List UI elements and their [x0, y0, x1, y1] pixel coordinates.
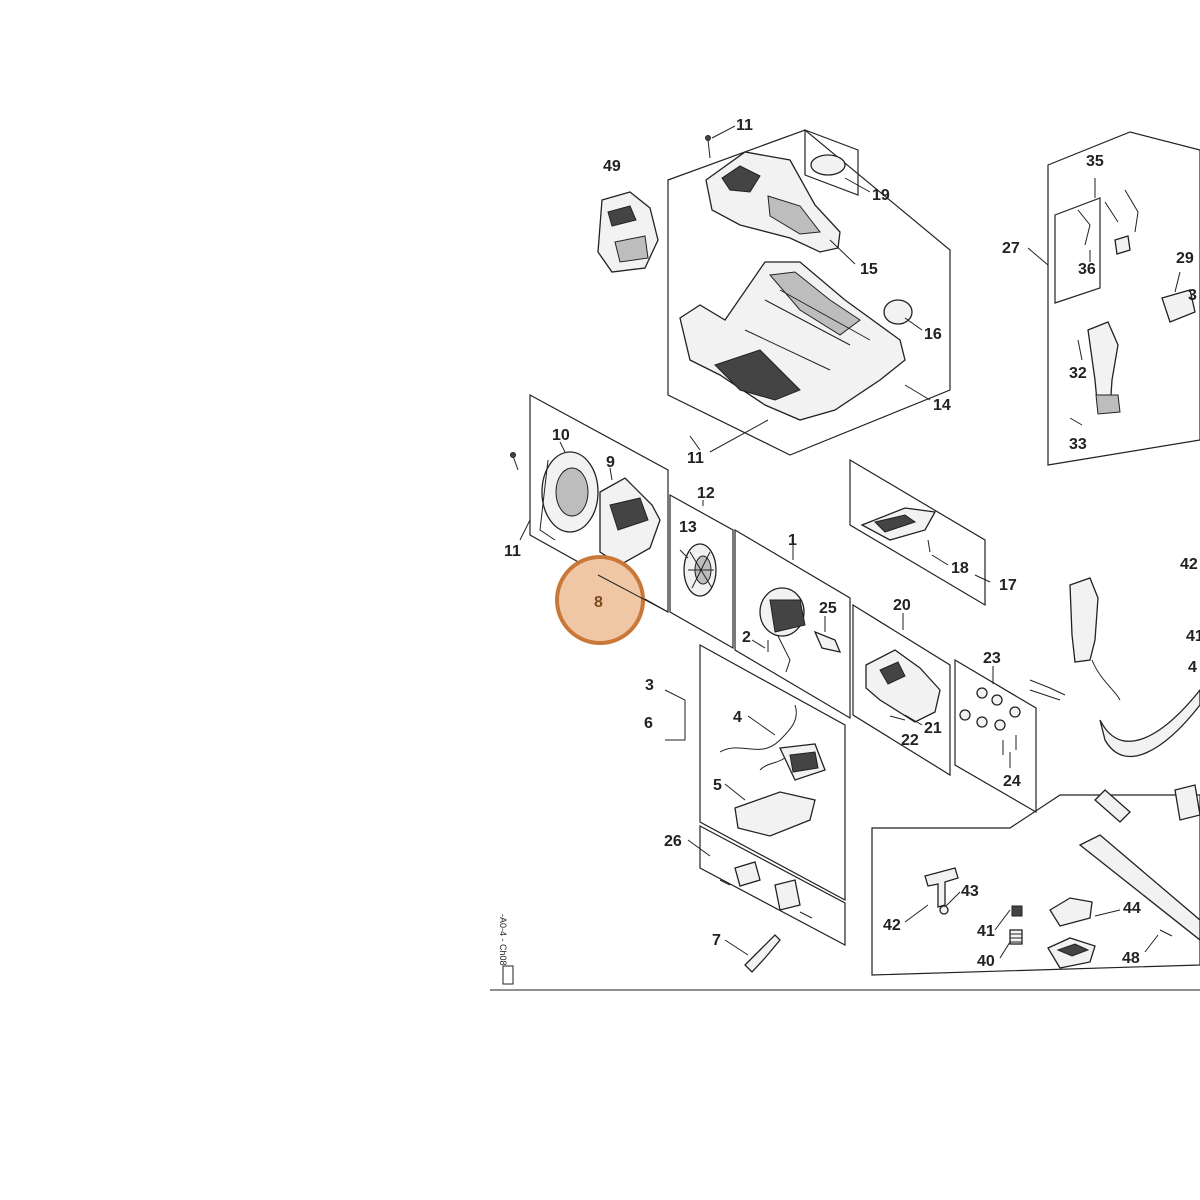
- part-19-disc: [810, 154, 846, 176]
- callout-44: 44: [1123, 900, 1141, 917]
- highlight-marker[interactable]: 8: [555, 555, 669, 645]
- part-18-ramp: [860, 507, 937, 541]
- callout-9: 9: [606, 454, 615, 471]
- callout-27: 27: [1002, 240, 1020, 257]
- callout-3: 3: [1188, 287, 1197, 304]
- callout-1: 1: [788, 532, 797, 549]
- callout-labels: 11 49 19 15 16 14 11 35 27 36 29 3 32 33…: [504, 117, 1200, 970]
- part-49-cover: [597, 191, 659, 273]
- callout-20: 20: [893, 597, 911, 614]
- part-9-shroud: [599, 477, 661, 566]
- callout-4: 4: [1188, 659, 1197, 676]
- highlight-circle[interactable]: [555, 555, 645, 645]
- part-32-handle: [1087, 321, 1121, 415]
- callout-18: 18: [951, 560, 969, 577]
- callout-21: 21: [924, 720, 942, 737]
- callout-23: 23: [983, 650, 1001, 667]
- callout-6: 6: [644, 715, 653, 732]
- callout-15: 15: [860, 261, 878, 278]
- part-14-lower-housing: [679, 261, 906, 421]
- drawing-code-text: -A0-4 - Ch08: [498, 914, 508, 966]
- screws: [510, 135, 1173, 937]
- callout-40: 40: [977, 953, 995, 970]
- callout-43: 43: [961, 883, 979, 900]
- part-40-41-spring: [1009, 905, 1023, 945]
- callout-48: 48: [1122, 950, 1140, 967]
- part-right-handle: [1029, 577, 1200, 758]
- assembly-frames: [490, 129, 1200, 991]
- drawing-code-box: [502, 965, 514, 985]
- callout-16: 16: [924, 326, 942, 343]
- callout-8: 8: [594, 594, 603, 611]
- callout-25: 25: [819, 600, 837, 617]
- callout-2: 2: [742, 629, 751, 646]
- part-7-spring: [744, 934, 781, 973]
- callout-24: 24: [1003, 773, 1021, 790]
- callout-7: 7: [712, 932, 721, 949]
- callout-33: 33: [1069, 436, 1087, 453]
- part-10-fan-housing: [539, 451, 599, 541]
- part-42-key: [924, 867, 959, 915]
- part-5-cover: [734, 791, 816, 837]
- callout-29: 29: [1176, 250, 1194, 267]
- callout-32: 32: [1069, 365, 1087, 382]
- part-shaft-tube: [1078, 784, 1200, 941]
- part-25-shaft: [813, 630, 842, 653]
- part-35-levers: [1077, 189, 1139, 255]
- part-1-motor: [759, 587, 806, 673]
- part-26-switches: [719, 861, 813, 919]
- callout-11: 11: [687, 450, 704, 467]
- part-44-covers: [1047, 897, 1096, 969]
- part-drawings: [510, 135, 1200, 973]
- callout-42: 42: [883, 917, 901, 934]
- callout-14: 14: [933, 397, 951, 414]
- part-15-top-housing: [705, 151, 841, 253]
- callout-19: 19: [872, 187, 890, 204]
- callout-22: 22: [901, 732, 919, 749]
- callout-5: 5: [713, 777, 722, 794]
- callout-17: 17: [999, 577, 1017, 594]
- part-20-gear-housing: [865, 649, 941, 723]
- callout-3: 3: [645, 677, 654, 694]
- callout-41: 41: [1186, 628, 1200, 645]
- callout-41: 41: [977, 923, 995, 940]
- callout-49: 49: [603, 158, 621, 175]
- callout-12: 12: [697, 485, 715, 502]
- leader-lines: [519, 125, 1181, 959]
- part-13-fan-wheel: [683, 543, 717, 597]
- callout-35: 35: [1086, 153, 1104, 170]
- callout-11: 11: [504, 543, 521, 560]
- callout-36: 36: [1078, 261, 1096, 278]
- callout-13: 13: [679, 519, 697, 536]
- drawing-code: -A0-4 - Ch08: [498, 914, 508, 966]
- part-23-hardware: [959, 687, 1021, 755]
- callout-11: 11: [736, 117, 753, 134]
- callout-26: 26: [664, 833, 682, 850]
- callout-4: 4: [733, 709, 742, 726]
- part-4-wiring: [719, 704, 826, 781]
- callout-10: 10: [552, 427, 570, 444]
- part-29-block: [1161, 289, 1196, 323]
- callout-42: 42: [1180, 556, 1198, 573]
